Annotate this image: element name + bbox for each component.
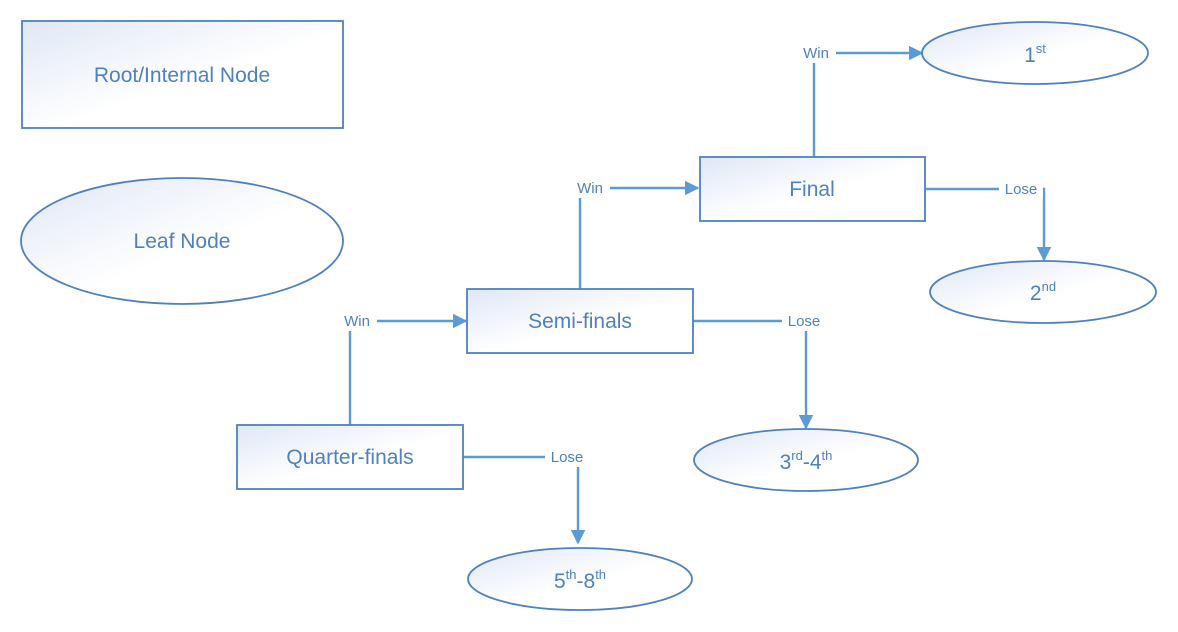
legend-internal-node-label: Root/Internal Node xyxy=(94,64,270,87)
legend-leaf-node-ellipse xyxy=(20,177,344,305)
node-quarter-finals: Quarter-finals xyxy=(236,424,464,490)
edge-qf-win xyxy=(348,313,468,425)
leaf-second: 2nd xyxy=(929,260,1157,324)
node-final: Final xyxy=(699,156,926,222)
node-quarter-finals-label: Quarter-finals xyxy=(286,446,413,469)
edge-label-final-win: Win xyxy=(803,45,829,62)
node-semi-finals: Semi-finals xyxy=(466,288,694,354)
leaf-third-fourth: 3rd-4th xyxy=(693,428,919,492)
legend-leaf-node: Leaf Node xyxy=(20,177,344,305)
edge-final-lose xyxy=(925,187,1052,262)
node-quarter-finals-box xyxy=(236,424,464,490)
leaf-third-fourth-label: 3rd-4th xyxy=(780,448,833,474)
leaf-second-label: 2nd xyxy=(1030,279,1056,305)
node-semi-finals-box xyxy=(466,288,694,354)
edge-label-qf-lose: Lose xyxy=(551,449,584,466)
leaf-fifth-eighth-ellipse xyxy=(467,547,693,611)
edge-sf-win xyxy=(578,180,700,289)
node-semi-finals-label: Semi-finals xyxy=(528,310,632,333)
edge-label-sf-lose: Lose xyxy=(788,313,821,330)
leaf-fifth-eighth: 5th-8th xyxy=(467,547,693,611)
edge-final-win xyxy=(812,45,924,157)
legend-internal-node: Root/Internal Node xyxy=(21,20,344,129)
leaf-second-ellipse xyxy=(929,260,1157,324)
edge-labels: Win Lose Win Lose Win Lose xyxy=(337,43,1043,467)
node-final-label: Final xyxy=(789,178,835,201)
edge-label-final-lose: Lose xyxy=(1005,181,1038,198)
leaf-first-label: 1st xyxy=(1024,41,1046,67)
legend-internal-node-box xyxy=(21,20,344,129)
leaf-first-ellipse xyxy=(921,21,1149,85)
edge-qf-lose xyxy=(463,455,586,545)
leaf-third-fourth-ellipse xyxy=(693,428,919,492)
edge-label-qf-win: Win xyxy=(344,313,370,330)
edge-label-sf-win: Win xyxy=(577,180,603,197)
leaf-fifth-eighth-label: 5th-8th xyxy=(554,567,606,593)
legend-leaf-node-label: Leaf Node xyxy=(134,230,231,253)
leaf-first: 1st xyxy=(921,21,1149,85)
node-final-box xyxy=(699,156,926,222)
edge-sf-lose xyxy=(693,319,814,430)
